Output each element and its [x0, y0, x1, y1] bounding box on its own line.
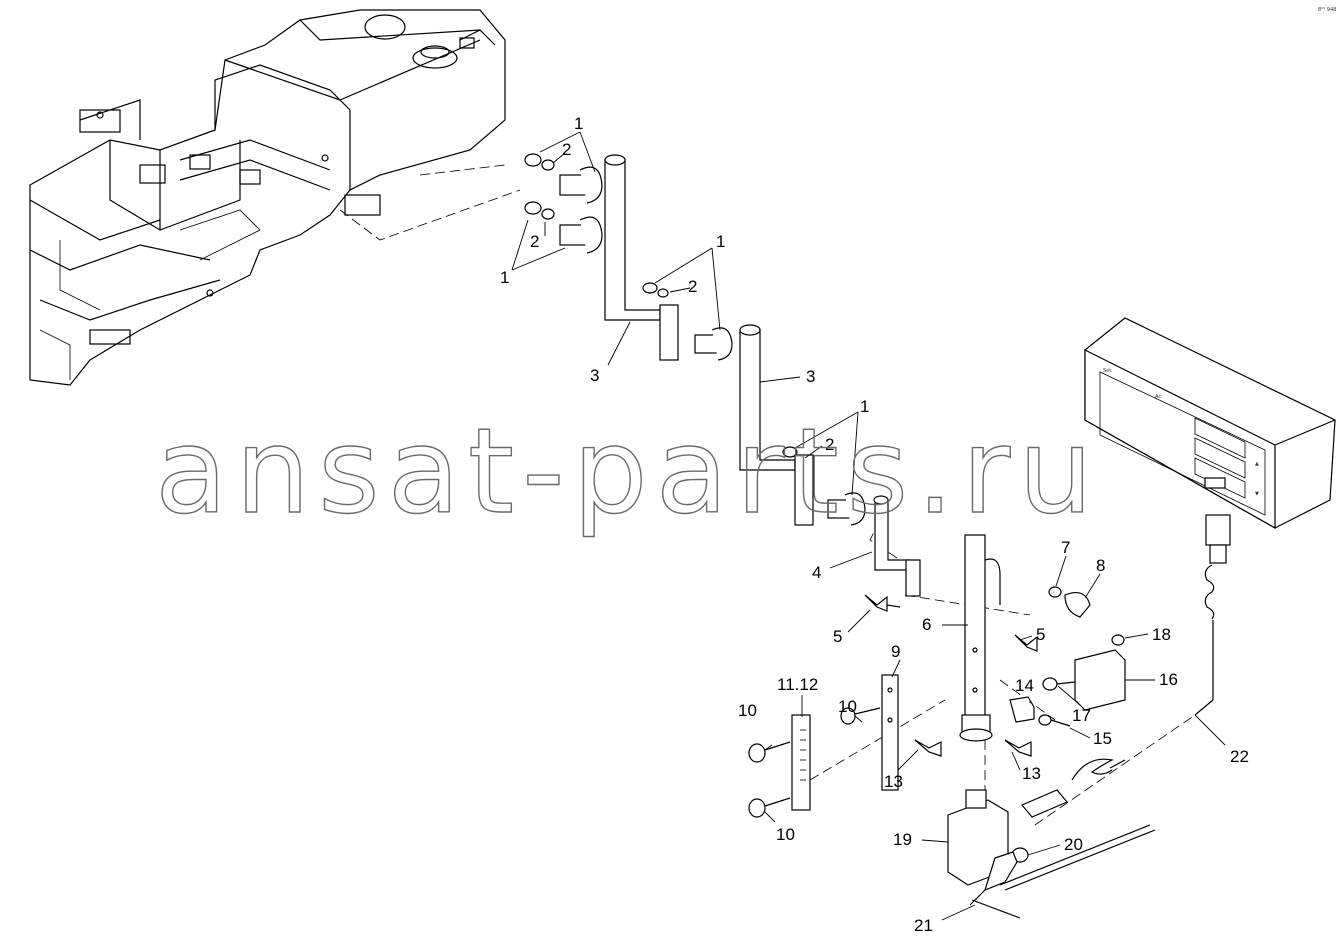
- corner-mark: 8²¹ 948: [1318, 7, 1336, 13]
- parts-7-8: [1048, 586, 1091, 618]
- keypad-down-arrow: ▼: [1255, 491, 1259, 497]
- wing-screws: [864, 594, 1038, 757]
- clamp-assembly-upper: [524, 153, 603, 254]
- callout-5: 5: [833, 627, 842, 646]
- control-box: Set Ac ▲ ▼: [1084, 317, 1336, 530]
- callout-19: 19: [893, 830, 912, 849]
- callout-10: 10: [776, 825, 795, 844]
- leader-lines: [511, 131, 1226, 921]
- callouts: 1 2 2 1 1 2 3 3 1 2 4 5 5 6 7 8 9 10 10 …: [500, 114, 1249, 935]
- callout-22: 22: [1230, 747, 1249, 766]
- callout-5: 5: [1036, 625, 1045, 644]
- callout-3: 3: [590, 366, 599, 385]
- callout-2: 2: [530, 232, 539, 251]
- callout-3: 3: [806, 367, 815, 386]
- callout-9: 9: [891, 642, 900, 661]
- callout-2: 2: [825, 435, 834, 454]
- callout-13: 13: [1022, 764, 1041, 783]
- callout-1: 1: [716, 232, 725, 251]
- scale-11-12: [791, 714, 811, 811]
- callout-7: 7: [1061, 538, 1070, 557]
- svg-text:Ac: Ac: [1155, 394, 1161, 400]
- callout-1: 1: [574, 114, 583, 133]
- callout-1: 1: [860, 397, 869, 416]
- svg-text:Set: Set: [1103, 368, 1111, 374]
- callout-8: 8: [1096, 556, 1105, 575]
- callout-1: 1: [500, 268, 509, 287]
- machine-frame: [29, 9, 506, 386]
- callout-16: 16: [1159, 670, 1178, 689]
- watermark-text: ansat-parts.ru: [155, 402, 1101, 540]
- callout-2: 2: [688, 277, 697, 296]
- callout-2: 2: [562, 140, 571, 159]
- callout-10: 10: [838, 697, 857, 716]
- control-cable-22: [1194, 514, 1231, 716]
- callout-17: 17: [1072, 706, 1091, 725]
- callout-15: 15: [1093, 729, 1112, 748]
- tube-bracket-lower: [739, 324, 814, 526]
- plate-9: [881, 674, 899, 791]
- callout-14: 14: [1015, 676, 1034, 695]
- tube-bracket-upper: [604, 154, 679, 361]
- bolts-10: [748, 707, 881, 818]
- bracket-4: [873, 495, 921, 597]
- callout-21: 21: [914, 916, 933, 935]
- feeler-arm-20-21: [969, 824, 1156, 919]
- callout-4: 4: [812, 563, 821, 582]
- bracket-16: [1042, 634, 1126, 711]
- callout-18: 18: [1152, 625, 1171, 644]
- callout-20: 20: [1064, 835, 1083, 854]
- keypad-up-arrow: ▲: [1255, 461, 1259, 467]
- callout-10: 10: [738, 701, 757, 720]
- callout-6: 6: [922, 615, 931, 634]
- callout-11-12: 11.12: [777, 675, 818, 694]
- callout-13: 13: [884, 772, 903, 791]
- post-6: [959, 534, 1001, 742]
- parts-14-15: [1009, 696, 1071, 727]
- clamp-assembly-middle: [642, 282, 733, 361]
